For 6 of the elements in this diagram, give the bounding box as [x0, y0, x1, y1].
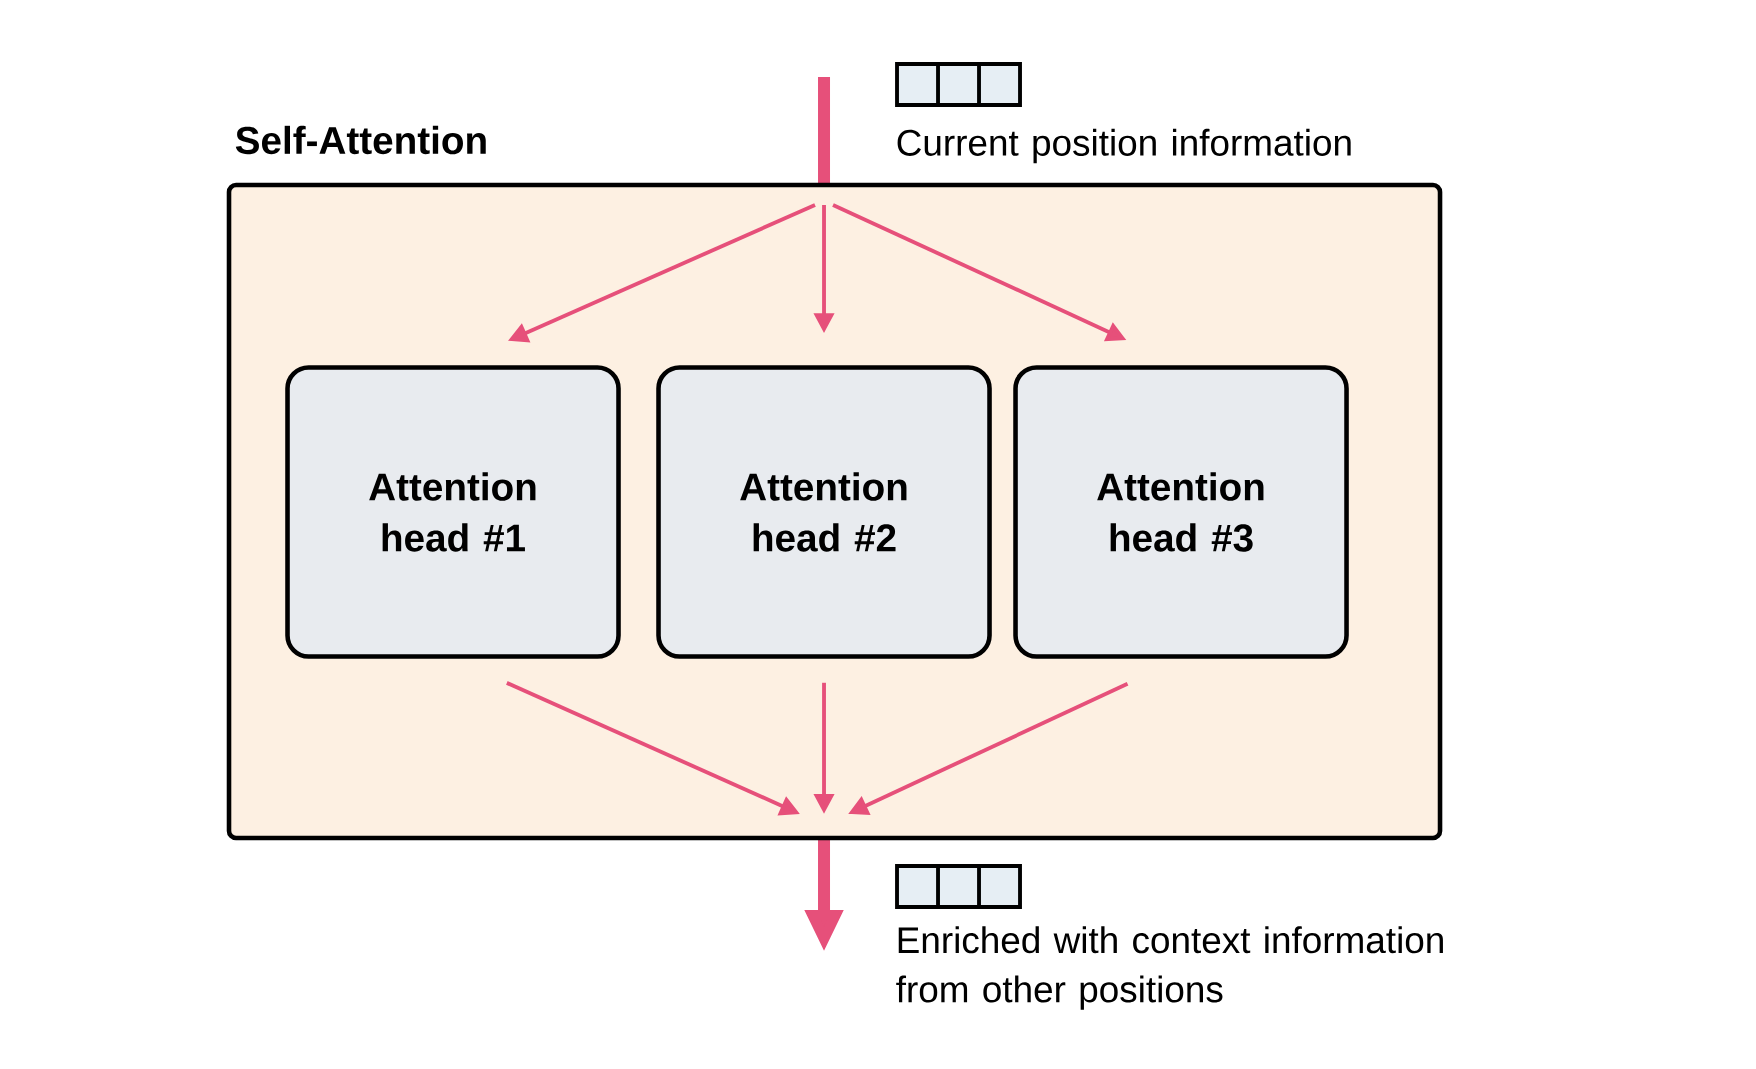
attention-head-box: Attention head #1 [285, 365, 621, 659]
attention-head-box: Attention head #3 [1013, 365, 1349, 659]
node-label: Self-Attention [235, 125, 486, 155]
caption-text: Enriched with context information from other positions [896, 926, 1443, 1010]
caption-text: Current position information [897, 128, 1351, 164]
attention-head-box: Attention head #2 [656, 365, 992, 659]
